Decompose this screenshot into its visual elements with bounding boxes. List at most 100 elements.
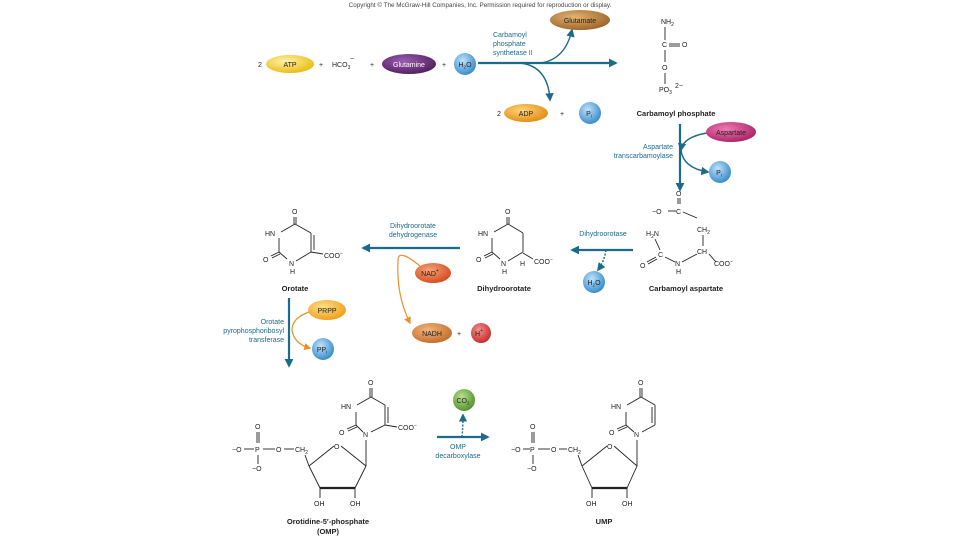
svg-text:P: P	[255, 447, 260, 454]
svg-text:COO−: COO−	[714, 259, 733, 268]
enzyme-carbamoyl-phosphate-synthetase: Carbamoyl phosphate synthetase II	[493, 32, 533, 57]
svg-text:O: O	[662, 65, 668, 72]
svg-text:OH: OH	[314, 501, 325, 508]
svg-text:N: N	[675, 261, 680, 268]
plus-sign-2: +	[370, 62, 374, 69]
svg-text:Aspartate: Aspartate	[716, 130, 746, 137]
svg-text:transferase: transferase	[249, 337, 284, 344]
svg-text:NADH: NADH	[422, 331, 442, 338]
aspartate-input-arrow	[677, 132, 708, 152]
svg-text:Dihydroorotate: Dihydroorotate	[390, 223, 436, 230]
ump-structure: −O P O −O O CH2 O OH OH N O HN	[511, 380, 656, 508]
pi-output-arrow	[680, 149, 710, 176]
svg-text:−: −	[350, 56, 354, 63]
svg-text:Pi: Pi	[716, 170, 722, 178]
svg-text:ATP: ATP	[283, 62, 296, 69]
phosphate-ball-2: Pi	[709, 161, 731, 183]
glutamate-branch-arrow	[539, 28, 575, 64]
svg-text:O: O	[638, 380, 644, 387]
svg-text:HN: HN	[341, 404, 351, 411]
svg-text:H: H	[676, 269, 681, 276]
svg-text:COO−: COO−	[398, 423, 417, 432]
plus-sign-5: +	[457, 331, 461, 338]
svg-text:H: H	[290, 269, 295, 276]
svg-text:dehydrogenase: dehydrogenase	[389, 232, 437, 239]
svg-text:N: N	[363, 432, 368, 439]
aspartate-pill: Aspartate	[706, 122, 756, 142]
orotate-structure: O HN O N H COO−	[263, 209, 343, 276]
svg-text:Orotate: Orotate	[261, 319, 284, 326]
svg-text:synthetase II: synthetase II	[493, 50, 533, 57]
co2-ball: CO2	[453, 389, 475, 411]
svg-text:Orotidine-5′-phosphate: Orotidine-5′-phosphate	[287, 517, 369, 526]
svg-text:O: O	[505, 209, 511, 216]
label-carbamoyl-aspartate: Carbamoyl aspartate	[649, 284, 723, 293]
svg-text:HN: HN	[611, 404, 621, 411]
svg-text:CH2: CH2	[697, 227, 710, 236]
glutamate-pill: Glutamate	[550, 10, 610, 30]
svg-text:O: O	[334, 444, 340, 451]
label-orotate: Orotate	[282, 284, 309, 293]
svg-text:H+: H+	[475, 328, 483, 338]
svg-text:CH2: CH2	[295, 447, 308, 456]
enzyme-orotate-pyrophosphoribosyl-transferase: Orotate pyrophosphoribosyl transferase	[223, 319, 284, 344]
svg-text:CH2: CH2	[568, 447, 581, 456]
svg-text:−O: −O	[511, 447, 521, 454]
svg-text:H2O: H2O	[458, 62, 472, 70]
svg-text:NH2: NH2	[661, 19, 674, 28]
svg-text:O: O	[551, 447, 557, 454]
enzyme-dihydroorotate-dehydrogenase: Dihydroorotate dehydrogenase	[389, 223, 437, 239]
water-ball-2: H2O	[583, 271, 605, 293]
svg-text:(OMP): (OMP)	[317, 527, 340, 536]
svg-text:C: C	[662, 42, 667, 49]
svg-text:Pi: Pi	[586, 111, 592, 119]
svg-text:phosphate: phosphate	[493, 41, 526, 48]
svg-text:−O: −O	[652, 209, 662, 216]
svg-text:2−: 2−	[675, 83, 683, 90]
svg-text:O: O	[640, 263, 646, 270]
svg-text:O: O	[255, 424, 261, 431]
carbamoyl-phosphate-structure: NH2 C O O PO3 2−	[659, 19, 688, 96]
label-ump: UMP	[596, 517, 613, 526]
svg-text:HCO3: HCO3	[332, 62, 351, 71]
phosphate-ball-1: Pi	[579, 102, 601, 124]
svg-text:O: O	[276, 447, 282, 454]
svg-text:OH: OH	[586, 501, 597, 508]
svg-text:−O: −O	[232, 447, 242, 454]
svg-text:Glutamate: Glutamate	[564, 18, 596, 25]
svg-text:Aspartate: Aspartate	[643, 144, 673, 151]
prpp-pill: PRPP	[308, 300, 346, 320]
svg-text:O: O	[368, 380, 374, 387]
svg-text:O: O	[607, 444, 613, 451]
svg-text:H: H	[502, 269, 507, 276]
svg-text:N: N	[634, 432, 639, 439]
water-release-arrow	[596, 249, 607, 272]
svg-text:−O: −O	[252, 466, 262, 473]
svg-text:transcarbamoylase: transcarbamoylase	[614, 153, 673, 160]
label-carbamoyl-phosphate: Carbamoyl phosphate	[637, 109, 716, 118]
svg-text:PPi: PPi	[317, 347, 327, 355]
nad-pill: NAD+	[415, 263, 451, 283]
svg-text:NAD+: NAD+	[421, 268, 439, 278]
svg-text:N: N	[289, 261, 294, 268]
step-1-reactants: 2 ATP + HCO3 − + Glutamine + H2O	[258, 53, 476, 75]
svg-text:COO−: COO−	[534, 257, 553, 266]
atp-coefficient: 2	[258, 62, 262, 69]
svg-text:C: C	[658, 252, 663, 259]
svg-text:ADP: ADP	[519, 111, 534, 118]
svg-text:OH: OH	[350, 501, 361, 508]
adp-coefficient: 2	[497, 111, 501, 118]
svg-text:Glutamine: Glutamine	[393, 62, 425, 69]
svg-text:HN: HN	[478, 231, 488, 238]
adp-branch-arrow	[519, 62, 554, 102]
label-dihydroorotate: Dihydroorotate	[477, 284, 531, 293]
prpp-arrow	[291, 311, 312, 351]
dihydroorotate-structure: O HN O N H H COO−	[476, 209, 553, 276]
co2-release-arrow	[458, 413, 468, 438]
bicarbonate-label: HCO3 −	[332, 56, 354, 71]
svg-text:PO3: PO3	[659, 87, 672, 96]
pyrophosphate-ball: PPi	[312, 338, 334, 360]
glutamine-pill: Glutamine	[382, 54, 436, 74]
svg-text:CH: CH	[697, 249, 707, 256]
